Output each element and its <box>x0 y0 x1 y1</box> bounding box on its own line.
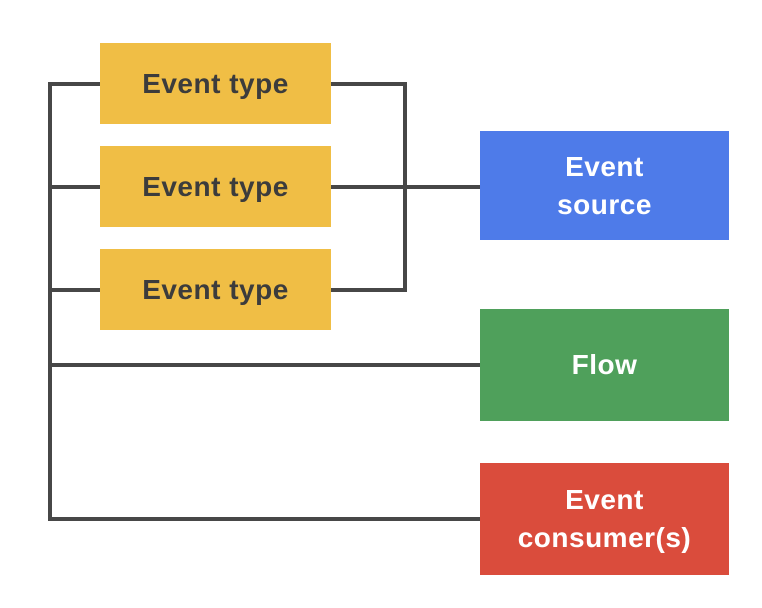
event-type-3-right-connector-line <box>331 288 407 292</box>
event-type-node-2: Event type <box>100 146 331 227</box>
event-type-node-3: Event type <box>100 249 331 330</box>
event-source-node: Event source <box>480 131 729 240</box>
flow-node: Flow <box>480 309 729 421</box>
event-consumers-connector-line <box>48 517 480 521</box>
right-bracket-vertical-line <box>403 82 407 292</box>
event-consumers-node: Event consumer(s) <box>480 463 729 575</box>
left-bracket-vertical-line <box>48 82 52 521</box>
event-type-1-left-connector-line <box>48 82 100 86</box>
event-type-3-left-connector-line <box>48 288 100 292</box>
event-type-node-1: Event type <box>100 43 331 124</box>
flow-connector-line <box>48 363 480 367</box>
event-type-2-left-connector-line <box>48 185 100 189</box>
event-type-1-right-connector-line <box>331 82 407 86</box>
